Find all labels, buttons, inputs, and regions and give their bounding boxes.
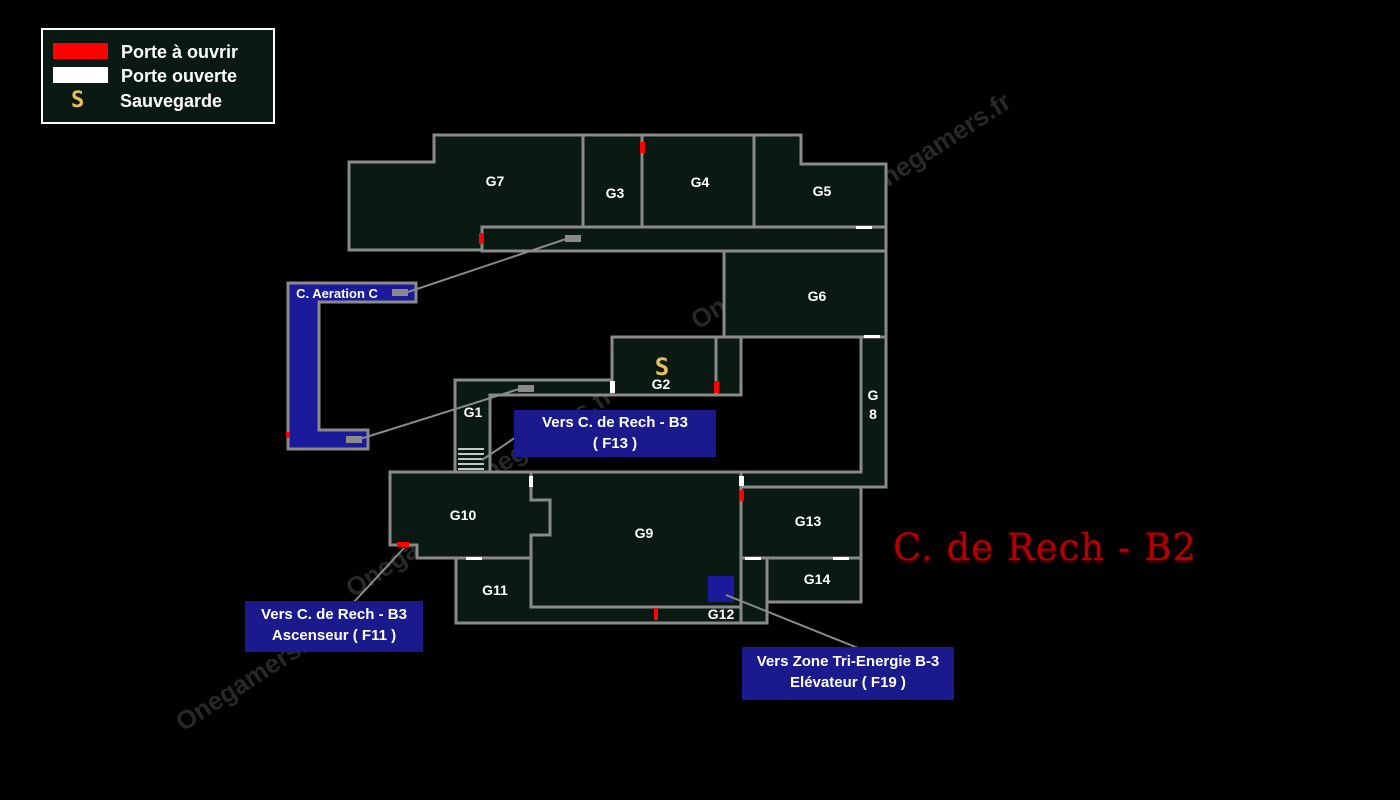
room-label-g11: G11 <box>482 582 508 598</box>
room-g2 <box>610 335 718 397</box>
vent-label: C. Aeration C <box>296 286 378 301</box>
room-label-g2: G2 <box>652 376 671 392</box>
callout-f11-line2: Ascenseur ( F11 ) <box>271 627 397 644</box>
callout-f11-line1: Vers C. de Rech - B3 <box>261 606 407 623</box>
callout-f19-line2: Elévateur ( F19 ) <box>790 674 906 691</box>
door-open <box>529 476 533 487</box>
door-open-swatch <box>53 67 108 83</box>
callout-line-f11 <box>352 547 405 604</box>
room-g14 <box>765 556 863 604</box>
room-label-g14: G14 <box>804 571 831 587</box>
room-label-g5: G5 <box>813 183 832 199</box>
room-g3 <box>581 133 644 229</box>
room-label-g3: G3 <box>606 185 625 201</box>
door-open <box>610 381 615 393</box>
legend-row-door-closed: Porte à ouvrir <box>43 42 273 64</box>
vent-hatch <box>518 385 534 392</box>
room-label-g8-top: G <box>868 387 879 403</box>
room-label-g8-bottom: 8 <box>869 406 877 422</box>
legend-door-closed-label: Porte à ouvrir <box>121 42 239 62</box>
door-closed <box>479 233 484 244</box>
door-closed <box>640 142 645 153</box>
door-closed <box>654 608 658 620</box>
door-closed-swatch <box>53 43 108 59</box>
door-open <box>833 557 849 560</box>
stairs-icon <box>458 448 484 470</box>
callout-f19: Vers Zone Tri-Energie B-3 Elévateur ( F1… <box>742 647 954 700</box>
callout-line-f19 <box>725 594 859 649</box>
room-g12 <box>739 556 769 625</box>
vent-hatch <box>392 289 408 296</box>
legend-save-label: Sauvegarde <box>120 91 223 111</box>
vent-link-bottom <box>359 388 520 440</box>
corridor-g2 <box>714 335 743 397</box>
room-label-g4: G4 <box>691 174 710 190</box>
vent-shaft-c <box>286 281 418 451</box>
vent-hatch <box>346 436 362 443</box>
save-icon: S <box>71 88 85 113</box>
elevator-f19-pad <box>708 576 734 602</box>
door-closed <box>397 542 409 547</box>
callout-f13: Vers C. de Rech - B3 ( F13 ) <box>514 410 716 457</box>
door-open <box>856 226 872 229</box>
floor-title: C. de Rech - B2 <box>893 526 1197 569</box>
vent-link-top <box>404 238 567 294</box>
door-closed <box>739 490 744 501</box>
room-g8 <box>738 335 888 489</box>
legend-door-open-label: Porte ouverte <box>121 66 238 86</box>
vent-hatch <box>565 235 581 242</box>
room-label-g10: G10 <box>450 507 477 523</box>
door-closed <box>286 432 290 438</box>
door-open <box>466 557 482 560</box>
room-label-g9: G9 <box>635 525 654 541</box>
room-label-g6: G6 <box>808 288 827 304</box>
map-legend: Porte à ouvrir Porte ouverte S Sauvegard… <box>41 28 275 124</box>
save-point-icon: S <box>655 353 669 381</box>
room-label-g12: G12 <box>708 606 735 622</box>
door-open <box>745 557 761 560</box>
door-open <box>739 476 744 486</box>
callout-f19-line1: Vers Zone Tri-Energie B-3 <box>756 653 940 670</box>
callout-f13-line1: Vers C. de Rech - B3 <box>542 414 688 431</box>
legend-row-door-open: Porte ouverte <box>43 66 273 88</box>
legend-row-save: S Sauvegarde <box>43 88 273 113</box>
room-g5 <box>752 133 888 229</box>
door-open <box>864 335 880 338</box>
room-label-g7: G7 <box>486 173 505 189</box>
room-label-g13: G13 <box>795 513 822 529</box>
callout-f13-line2: ( F13 ) <box>592 435 638 452</box>
callout-f11: Vers C. de Rech - B3 Ascenseur ( F11 ) <box>245 601 423 652</box>
door-closed <box>714 381 719 393</box>
room-label-g1: G1 <box>464 404 483 420</box>
room-g6 <box>722 249 888 339</box>
